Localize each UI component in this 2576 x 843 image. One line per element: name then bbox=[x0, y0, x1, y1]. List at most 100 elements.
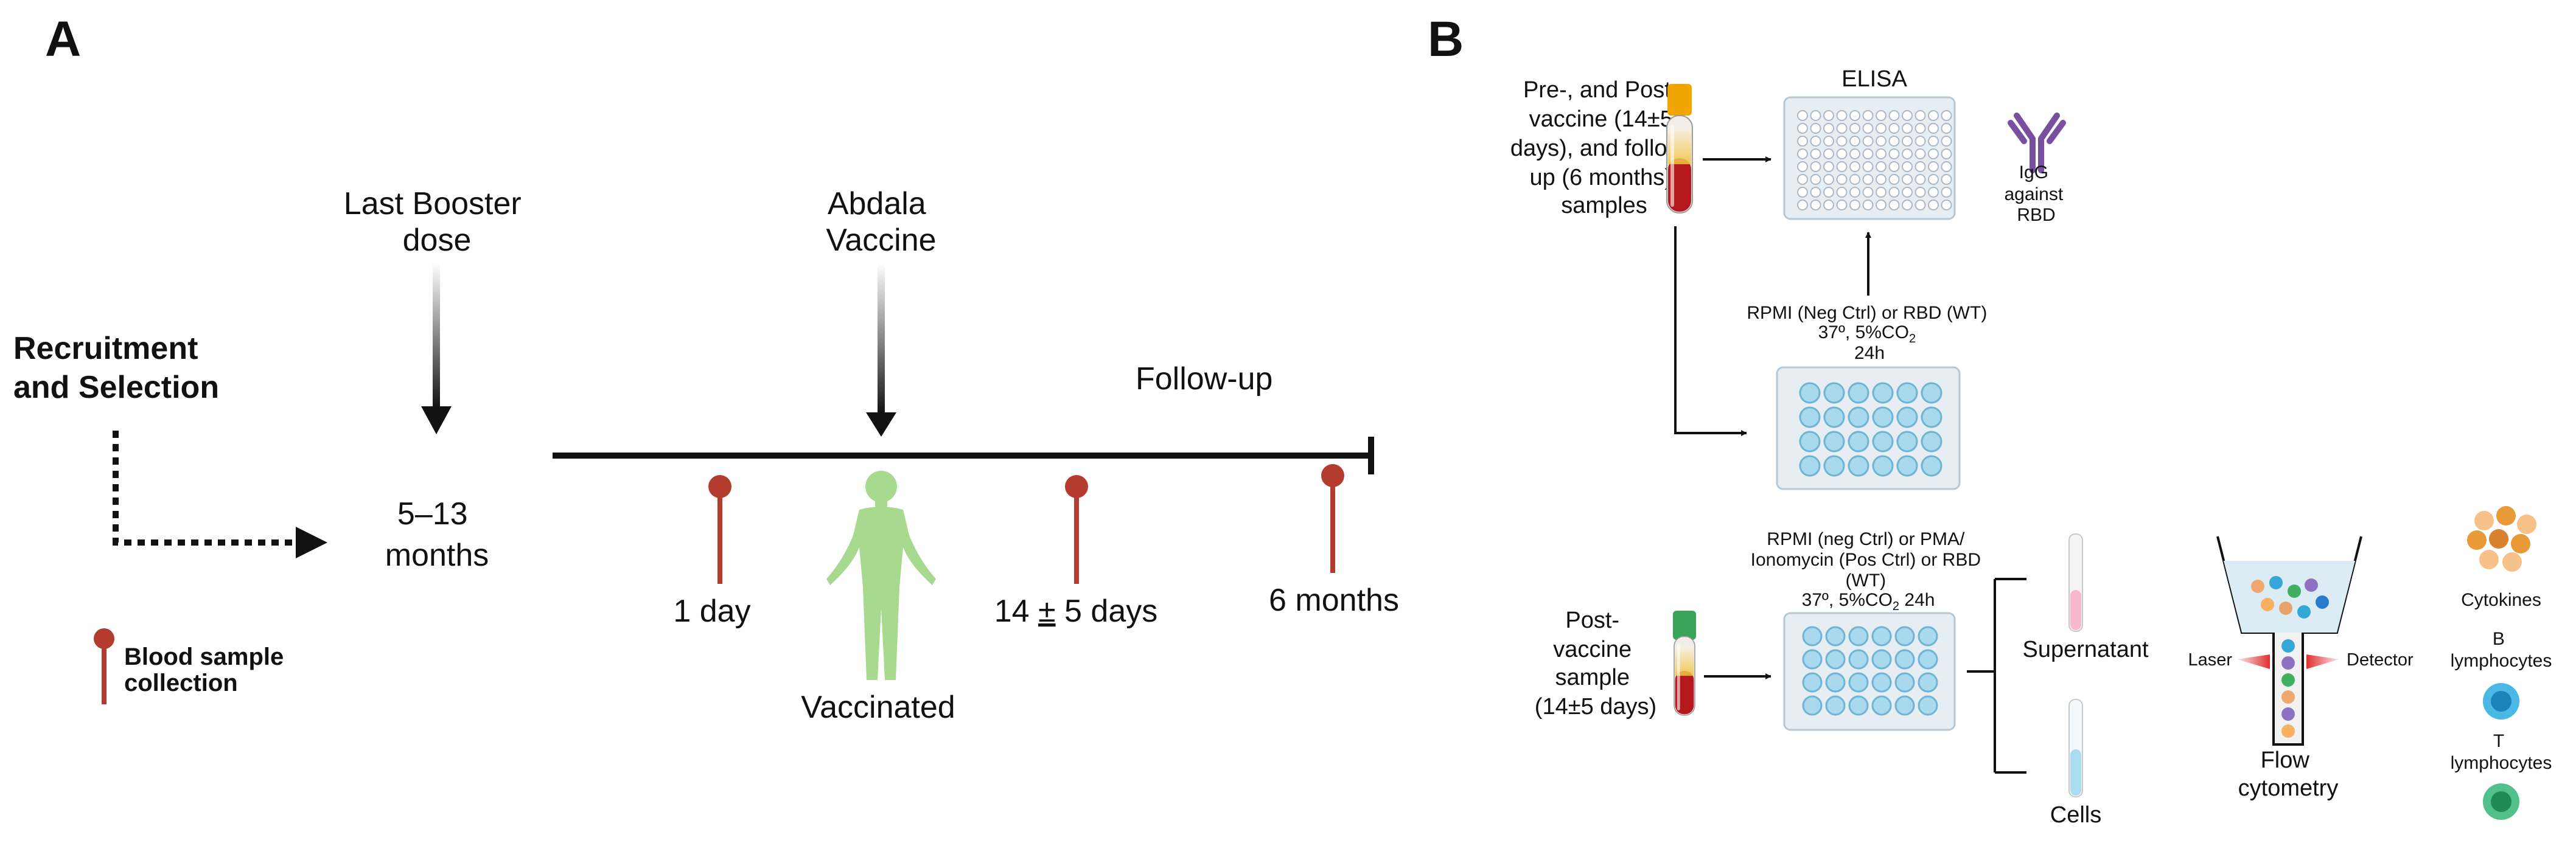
supernatant-label: Supernatant bbox=[2022, 637, 2148, 662]
b-lymphocytes-label: B lymphocytes bbox=[2451, 629, 2552, 671]
booster-arrow-shaft bbox=[433, 263, 440, 409]
vaccinated-person-icon bbox=[826, 471, 936, 680]
plate-well bbox=[1876, 199, 1887, 210]
plate-well bbox=[1872, 455, 1894, 477]
plate-well bbox=[1848, 672, 1869, 693]
plate-well bbox=[1823, 174, 1834, 185]
plate-well bbox=[1902, 148, 1913, 159]
plate-well bbox=[1848, 649, 1869, 670]
plate-well bbox=[1915, 199, 1926, 210]
cells-tube-icon bbox=[2068, 699, 2083, 797]
plate-well bbox=[1810, 161, 1821, 172]
plate-well bbox=[1797, 161, 1808, 172]
plate-well bbox=[1928, 199, 1939, 210]
plate-well bbox=[1928, 148, 1939, 159]
plate-well bbox=[1888, 110, 1900, 121]
plate-well bbox=[1836, 123, 1848, 134]
plate-well bbox=[1823, 431, 1845, 453]
plate-well bbox=[1888, 148, 1900, 159]
follow-up-label: Follow-up bbox=[1136, 361, 1272, 397]
plate-well bbox=[1921, 431, 1942, 453]
plate-well bbox=[1918, 695, 1938, 716]
plate-well bbox=[1902, 110, 1913, 121]
plate-well bbox=[1823, 123, 1834, 134]
plate-well bbox=[1797, 123, 1808, 134]
plate-well bbox=[1802, 672, 1823, 693]
timeline-axis bbox=[553, 453, 1374, 459]
plate-well bbox=[1823, 136, 1834, 147]
plate-well bbox=[1810, 174, 1821, 185]
flow-cytometry-label: Flow cytometry bbox=[2238, 748, 2339, 801]
plate-well bbox=[1810, 110, 1821, 121]
plate-well bbox=[1862, 187, 1874, 198]
stim-bottom-label: RPMI (neg Ctrl) or PMA/ Ionomycin (Pos C… bbox=[1751, 529, 1986, 613]
plate-well bbox=[1836, 174, 1848, 185]
plate-well bbox=[1823, 187, 1834, 198]
plate-well bbox=[1918, 649, 1938, 670]
plate-well bbox=[1902, 199, 1913, 210]
plate-well bbox=[1836, 110, 1848, 121]
plate-well bbox=[1928, 187, 1939, 198]
booster-arrowhead bbox=[421, 406, 452, 434]
elisa-plate-icon bbox=[1783, 96, 1956, 220]
plate-well bbox=[1888, 123, 1900, 134]
recruitment-dotted-arrow bbox=[113, 431, 297, 546]
panel-a: A Recruitment and Selection Last Booster… bbox=[13, 12, 1399, 725]
blood-pin-6-months bbox=[1321, 464, 1344, 573]
plate-well bbox=[1871, 695, 1892, 716]
plate-well bbox=[1876, 110, 1887, 121]
plate-well bbox=[1888, 199, 1900, 210]
plate-well bbox=[1941, 123, 1952, 134]
plate-well bbox=[1823, 199, 1834, 210]
plate-well bbox=[1894, 649, 1915, 670]
plate-well bbox=[1823, 406, 1845, 428]
plate-well bbox=[1894, 626, 1915, 647]
supernatant-tube-icon bbox=[2068, 533, 2083, 632]
plate-well bbox=[1876, 136, 1887, 147]
plate-well bbox=[1894, 695, 1915, 716]
samples-bottom-label: Post- vaccine sample (14±5 days) bbox=[1535, 608, 1656, 720]
legend-label: Blood sample collection bbox=[124, 644, 290, 696]
plate-well bbox=[1862, 148, 1874, 159]
plate-well bbox=[1823, 148, 1834, 159]
plate-well bbox=[1871, 672, 1892, 693]
plate-well bbox=[1825, 672, 1846, 693]
plate-well bbox=[1915, 110, 1926, 121]
plate-well bbox=[1810, 199, 1821, 210]
plate-well bbox=[1849, 187, 1860, 198]
plate-well bbox=[1921, 455, 1942, 477]
plate-well bbox=[1849, 123, 1860, 134]
plate-well bbox=[1941, 110, 1952, 121]
plate-well bbox=[1876, 174, 1887, 185]
cytokines-icon bbox=[2467, 506, 2536, 572]
plate-well bbox=[1825, 695, 1846, 716]
plate-well bbox=[1876, 161, 1887, 172]
cytokines-label: Cytokines bbox=[2461, 590, 2541, 610]
plate-well bbox=[1849, 110, 1860, 121]
plate-well bbox=[1797, 110, 1808, 121]
timepoint-14-days: 14 ± 5 days bbox=[994, 594, 1158, 629]
timepoint-1-day: 1 day bbox=[673, 594, 750, 629]
plate-well bbox=[1810, 123, 1821, 134]
plate-well bbox=[1836, 199, 1848, 210]
plate-well bbox=[1848, 455, 1869, 477]
plate-well bbox=[1823, 455, 1845, 477]
plate-well bbox=[1849, 174, 1860, 185]
plate-well bbox=[1799, 382, 1821, 404]
igg-label: IgG against RBD bbox=[2004, 162, 2068, 225]
plate-well bbox=[1896, 455, 1918, 477]
timepoint-6-months: 6 months bbox=[1269, 583, 1399, 618]
plate-well bbox=[1915, 148, 1926, 159]
plate-well bbox=[1902, 123, 1913, 134]
plate-well bbox=[1902, 161, 1913, 172]
plate-well bbox=[1810, 136, 1821, 147]
plate-well bbox=[1902, 187, 1913, 198]
stim-plate-bottom-icon bbox=[1783, 612, 1956, 731]
plate-well bbox=[1799, 455, 1821, 477]
plate-well bbox=[1797, 148, 1808, 159]
plate-well bbox=[1928, 174, 1939, 185]
vaccine-arrowhead bbox=[866, 412, 896, 437]
plate-well bbox=[1862, 110, 1874, 121]
arrow-to-stim-plate bbox=[1674, 226, 1747, 436]
plate-well bbox=[1799, 406, 1821, 428]
